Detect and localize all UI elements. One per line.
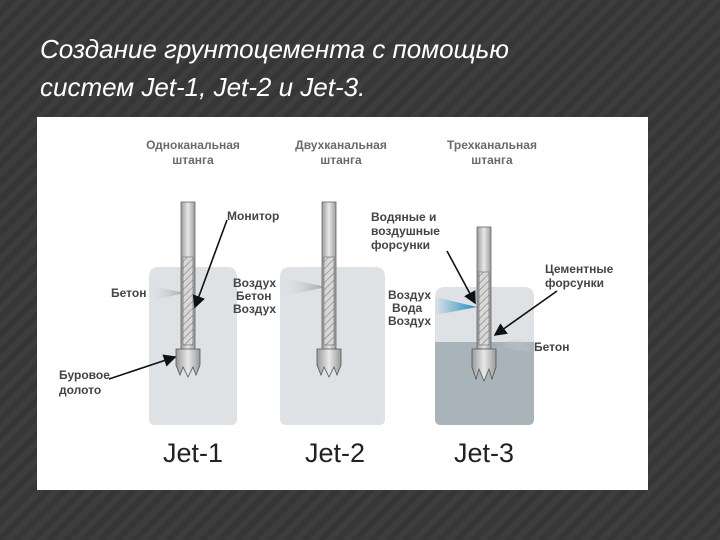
jet1-bit-arrow: [108, 354, 177, 380]
jet2-header-line-1: Двухканальная: [295, 138, 387, 152]
slide-title-line-2: систем Jet-1, Jet-2 и Jet-3.: [40, 72, 366, 102]
jet1-label-nozzle-3: Воздух: [233, 302, 276, 316]
jet1-spray-jet: [149, 285, 185, 301]
jet1-header-line-2: штанга: [172, 153, 214, 167]
jet3-drill-bit: [471, 348, 497, 383]
jet2-name: Jet-2: [305, 438, 365, 468]
jet3-label-water-air-1: Водяные и: [371, 210, 436, 224]
jet2-drill-bit: [316, 348, 342, 378]
jet2-group: Двухканальная штанга Воздух Вода Воздух …: [280, 138, 431, 468]
jet1-label-monitor: Монитор: [227, 209, 279, 223]
jet2-header-line-2: штанга: [320, 153, 362, 167]
jet2-label-nozzle-1: Воздух: [388, 288, 431, 302]
jet3-cement-jet: [489, 337, 534, 353]
jet1-group: Одноканальная штанга Монитор Бетон Возду…: [59, 138, 279, 468]
jet3-label-cement-2: форсунки: [545, 276, 604, 290]
jet3-monitor: [478, 271, 490, 346]
jet1-name: Jet-1: [163, 438, 223, 468]
jet3-label-beton: Бетон: [534, 340, 569, 354]
jet2-label-nozzle-2: Вода: [392, 301, 422, 315]
jet3-label-water-air-3: форсунки: [371, 238, 430, 252]
jet1-label-bit-line-2: долото: [59, 383, 101, 397]
jet3-name: Jet-3: [454, 438, 514, 468]
jet3-group: Трехканальная штанга Водяные и воздушные…: [371, 138, 614, 468]
jet3-ground-lower: [435, 342, 534, 425]
slide-title: Создание грунтоцемента с помощью систем …: [40, 30, 680, 106]
jet3-label-cement-1: Цементные: [545, 262, 614, 276]
jet3-water-jet: [435, 297, 477, 315]
jet1-label-nozzle-2: Бетон: [236, 289, 271, 303]
jet1-label-beton: Бетон: [111, 286, 146, 300]
jet1-monitor-arrow: [192, 219, 228, 309]
jet1-drill-bit: [175, 348, 201, 378]
jet3-cement-arrow: [493, 290, 558, 336]
jet3-water-air-arrow: [446, 250, 476, 305]
jet1-label-bit-line-1: Буровое: [59, 368, 110, 382]
jet1-header-line-1: Одноканальная: [146, 138, 240, 152]
jet1-monitor: [182, 256, 194, 346]
jet-systems-diagram: Одноканальная штанга Монитор Бетон Возду…: [59, 138, 614, 468]
jet1-label-nozzle-1: Воздух: [233, 276, 276, 290]
jet2-monitor: [323, 256, 335, 346]
diagram-panel: Одноканальная штанга Монитор Бетон Возду…: [37, 117, 648, 490]
jet2-label-nozzle-3: Воздух: [388, 314, 431, 328]
jet3-label-water-air-2: воздушные: [371, 224, 440, 238]
jet3-header-line-1: Трехканальная: [447, 138, 537, 152]
jet2-spray-jet: [280, 277, 326, 297]
slide-title-line-1: Создание грунтоцемента с помощью: [40, 34, 509, 64]
jet3-header-line-2: штанга: [471, 153, 513, 167]
